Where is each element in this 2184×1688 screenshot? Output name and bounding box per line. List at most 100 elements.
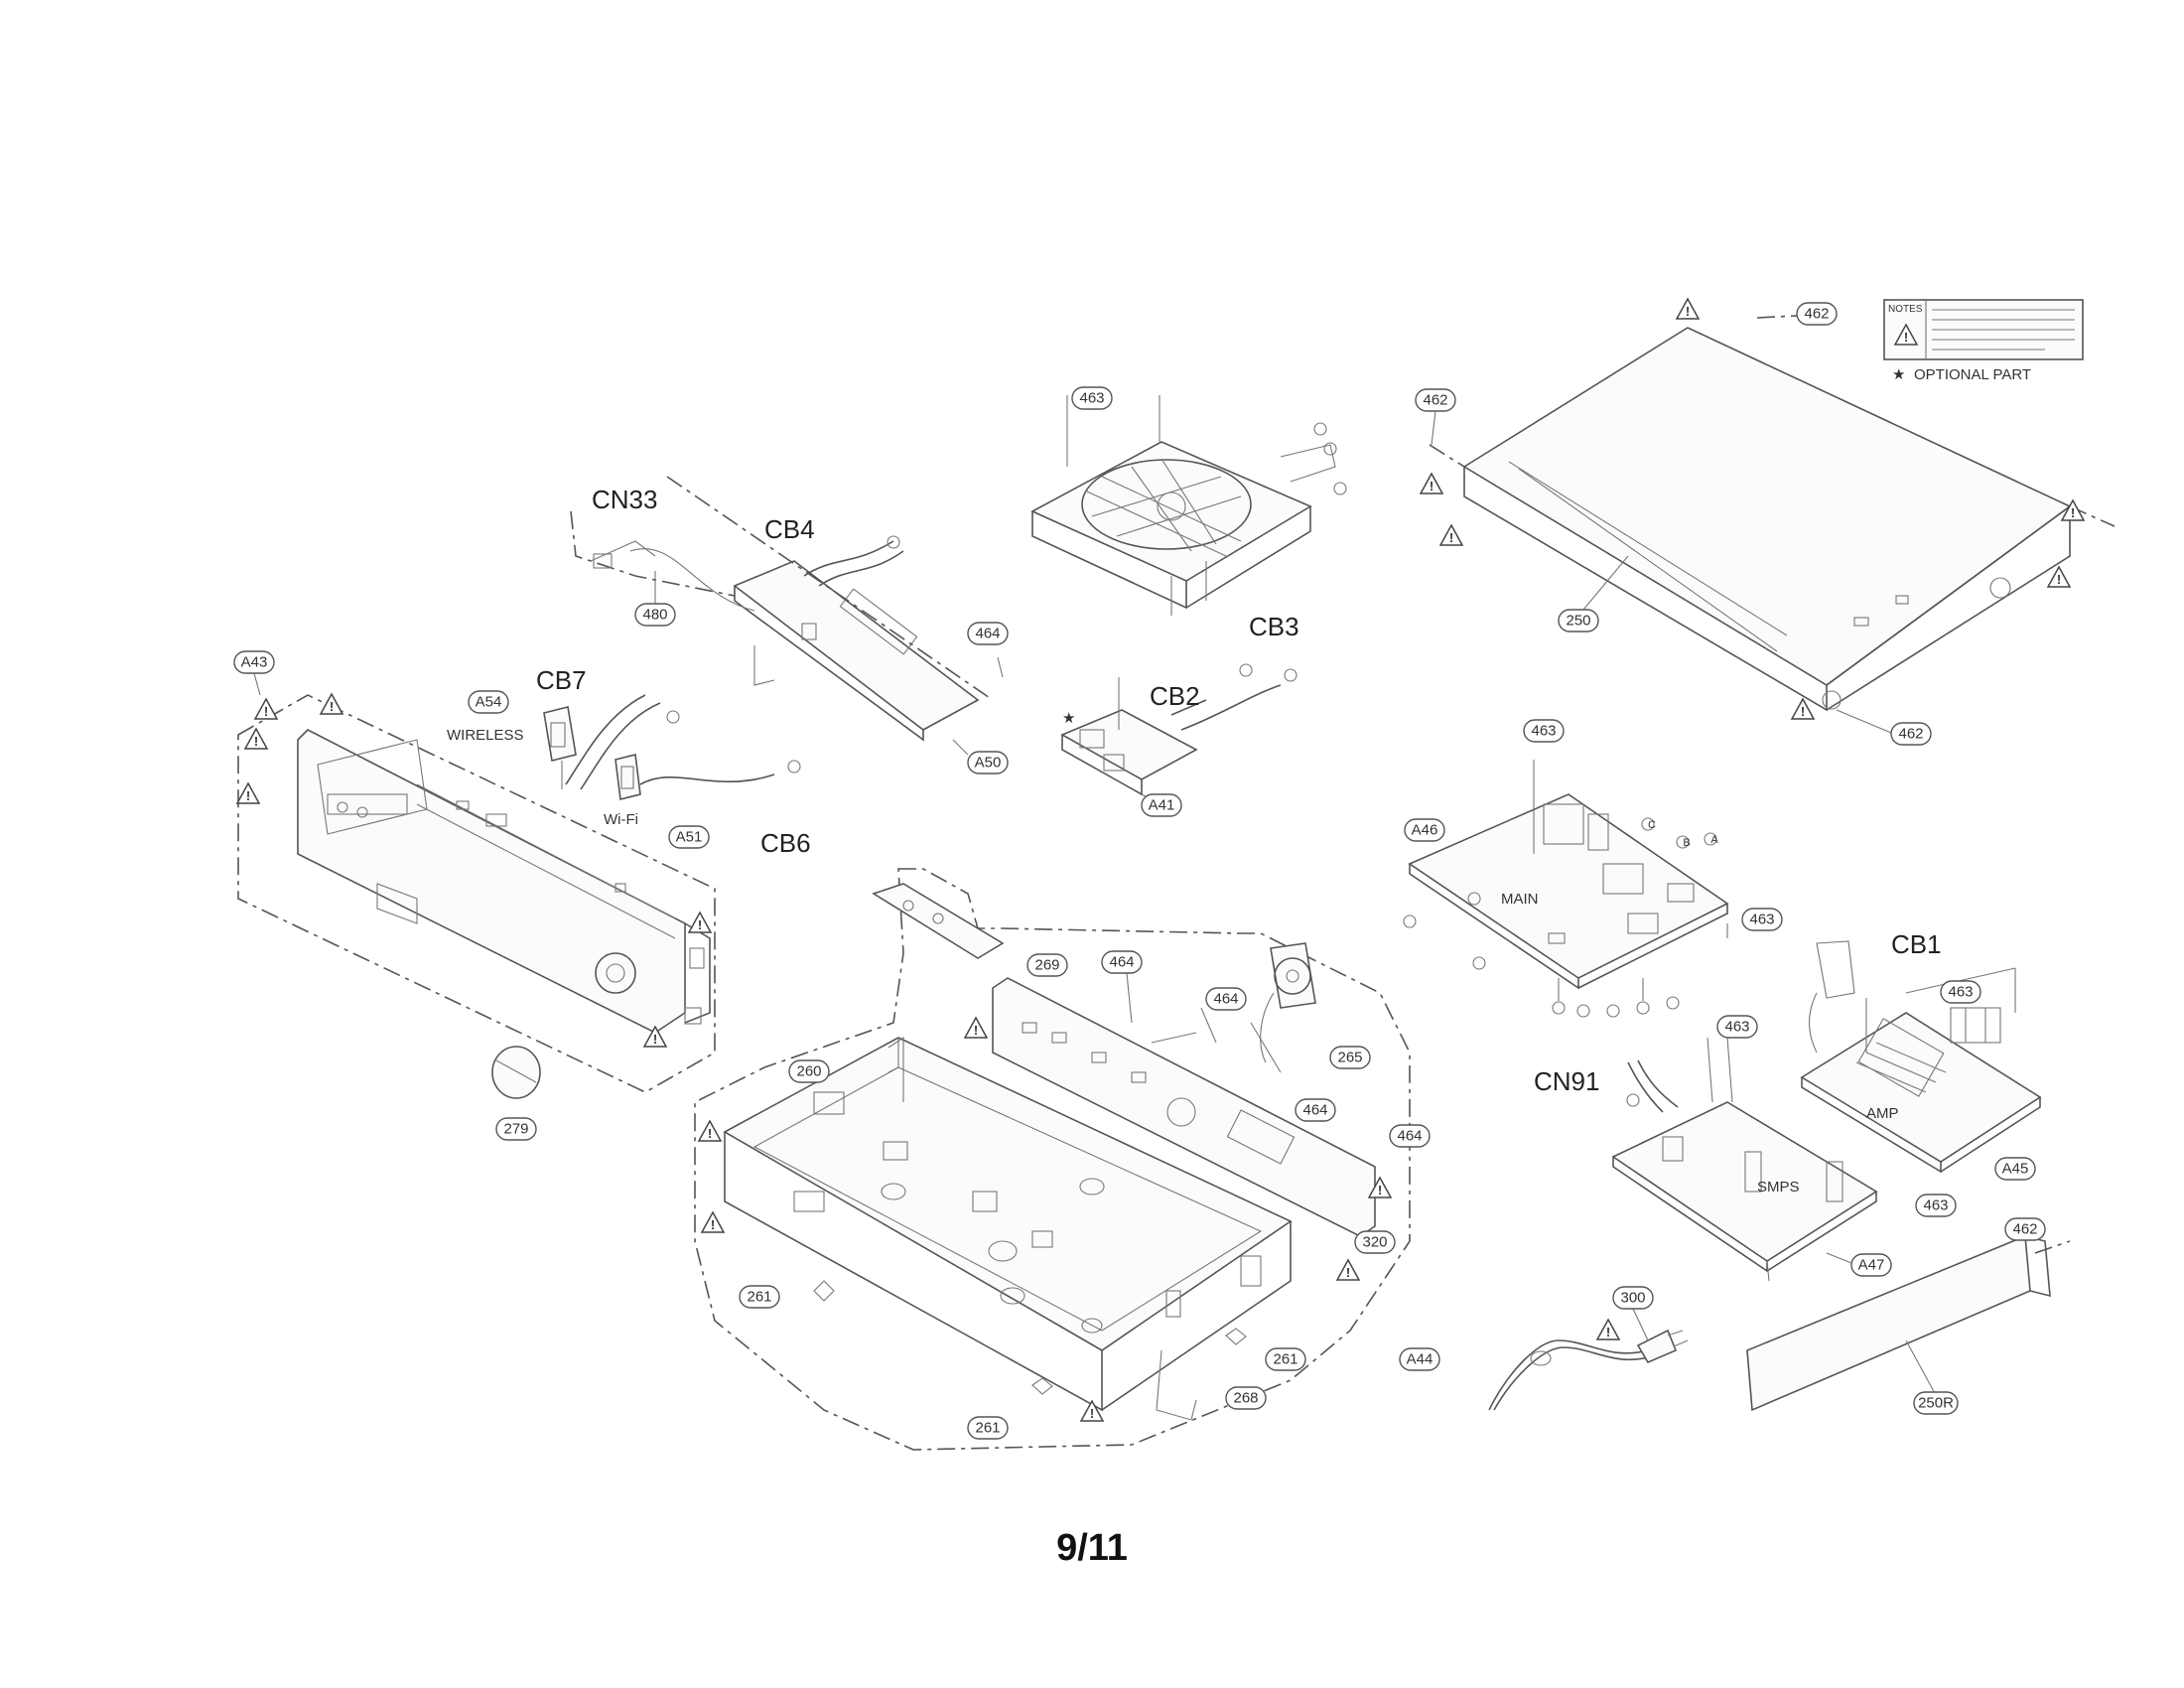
callout-265: 265: [1329, 1046, 1371, 1069]
callout-463: 463: [1523, 719, 1565, 743]
connector-marker-c: C: [1648, 819, 1656, 831]
callout-a51: A51: [668, 825, 710, 849]
knob-part: [491, 1046, 541, 1099]
callout-462: 462: [2004, 1217, 2046, 1241]
svg-text:250R: 250R: [1918, 1395, 1954, 1412]
front-panel-assembly: [237, 694, 716, 1093]
label-cb4: CB4: [764, 514, 815, 544]
warning-icon: [236, 782, 260, 804]
warning-icon: [1336, 1259, 1360, 1281]
optional-part-label: OPTIONAL PART: [1914, 366, 2031, 383]
svg-text:463: 463: [1923, 1197, 1948, 1214]
label-cb7: CB7: [536, 665, 587, 695]
callout-480: 480: [634, 603, 676, 627]
callout-260: 260: [788, 1059, 830, 1083]
svg-text:320: 320: [1362, 1234, 1387, 1251]
svg-text:463: 463: [1948, 984, 1973, 1001]
callout-a54: A54: [468, 690, 509, 714]
callout-463: 463: [1741, 908, 1783, 931]
svg-text:480: 480: [642, 607, 667, 624]
side-cover-part: [1746, 1234, 2071, 1412]
top-cover-assembly: [1429, 315, 2116, 734]
svg-text:A45: A45: [2002, 1161, 2029, 1178]
warning-icon: [320, 693, 343, 715]
callout-a43: A43: [233, 650, 275, 674]
svg-text:463: 463: [1749, 912, 1774, 928]
callout-464: 464: [1295, 1098, 1336, 1122]
callout-464: 464: [1205, 987, 1247, 1011]
warning-icon: [964, 1017, 988, 1039]
notes-label: NOTES: [1888, 304, 1923, 315]
chassis-assembly: [694, 868, 1411, 1451]
svg-text:A50: A50: [975, 755, 1002, 772]
callout-463: 463: [1940, 980, 1981, 1004]
svg-text:250: 250: [1566, 613, 1590, 630]
connector-marker-b: B: [1683, 837, 1690, 849]
callout-250r: 250R: [1913, 1391, 1959, 1415]
amp-board-assembly: [1800, 940, 2042, 1174]
svg-text:279: 279: [503, 1121, 528, 1138]
main-board-assembly: [1403, 760, 1729, 1018]
callout-464: 464: [1101, 950, 1143, 974]
connector-marker-a: A: [1710, 834, 1718, 846]
rear-bracket-assembly: [570, 476, 1004, 742]
label-cb6: CB6: [760, 828, 811, 858]
label-wifi: Wi-Fi: [604, 811, 638, 828]
svg-text:462: 462: [1423, 392, 1447, 409]
svg-text:261: 261: [747, 1289, 771, 1306]
callout-261: 261: [739, 1285, 780, 1309]
label-cb2: CB2: [1150, 681, 1200, 711]
warning-icon: [688, 912, 712, 933]
callout-463: 463: [1915, 1194, 1957, 1217]
optional-marker: ★: [1892, 366, 1905, 383]
callout-a47: A47: [1850, 1253, 1892, 1277]
callout-261: 261: [1265, 1347, 1306, 1371]
callout-268: 268: [1225, 1386, 1267, 1410]
wireless-module-assembly: [543, 694, 801, 800]
svg-text:464: 464: [1397, 1128, 1422, 1145]
power-cord-part: [1488, 1308, 1689, 1411]
page-number: 9/11: [1056, 1527, 1128, 1569]
label-cn33: CN33: [592, 485, 657, 514]
label-smps: SMPS: [1757, 1179, 1800, 1196]
callout-463: 463: [1071, 386, 1113, 410]
svg-text:464: 464: [1109, 954, 1134, 971]
notes-box: NOTES ★ OPTIONAL PART: [1883, 299, 2084, 383]
callout-a50: A50: [967, 751, 1009, 774]
svg-text:A47: A47: [1858, 1257, 1885, 1274]
svg-text:300: 300: [1620, 1290, 1645, 1307]
label-cb1: CB1: [1891, 929, 1942, 959]
svg-text:A46: A46: [1412, 822, 1438, 839]
label-wireless: WIRELESS: [447, 727, 524, 744]
svg-text:462: 462: [1804, 306, 1829, 323]
warning-icon: [698, 1120, 722, 1142]
label-amp: AMP: [1866, 1105, 1899, 1122]
svg-text:A41: A41: [1149, 797, 1175, 814]
warning-icon: [1676, 298, 1700, 320]
svg-text:462: 462: [1898, 726, 1923, 743]
callout-269: 269: [1026, 953, 1068, 977]
warning-icon: [701, 1211, 725, 1233]
warning-icon: [1791, 698, 1815, 720]
callout-464: 464: [967, 622, 1009, 645]
warning-icon: [1080, 1400, 1104, 1422]
disc-loader-assembly: [1030, 395, 1347, 616]
svg-text:265: 265: [1337, 1050, 1362, 1066]
callout-300: 300: [1612, 1286, 1654, 1310]
callout-462: 462: [1415, 388, 1456, 412]
callout-a44: A44: [1399, 1347, 1440, 1371]
warning-icon: [1420, 473, 1443, 494]
callout-279: 279: [495, 1117, 537, 1141]
svg-text:464: 464: [1302, 1102, 1327, 1119]
svg-text:463: 463: [1079, 390, 1104, 407]
a41-board-assembly: ★: [1060, 663, 1297, 803]
smps-board-assembly: [1611, 1037, 1878, 1282]
warning-icon: [2047, 566, 2071, 588]
svg-text:462: 462: [2012, 1221, 2037, 1238]
svg-text:464: 464: [975, 626, 1000, 642]
svg-text:260: 260: [796, 1063, 821, 1080]
callout-a46: A46: [1404, 818, 1445, 842]
callout-320: 320: [1354, 1230, 1396, 1254]
callout-250: 250: [1558, 609, 1599, 633]
